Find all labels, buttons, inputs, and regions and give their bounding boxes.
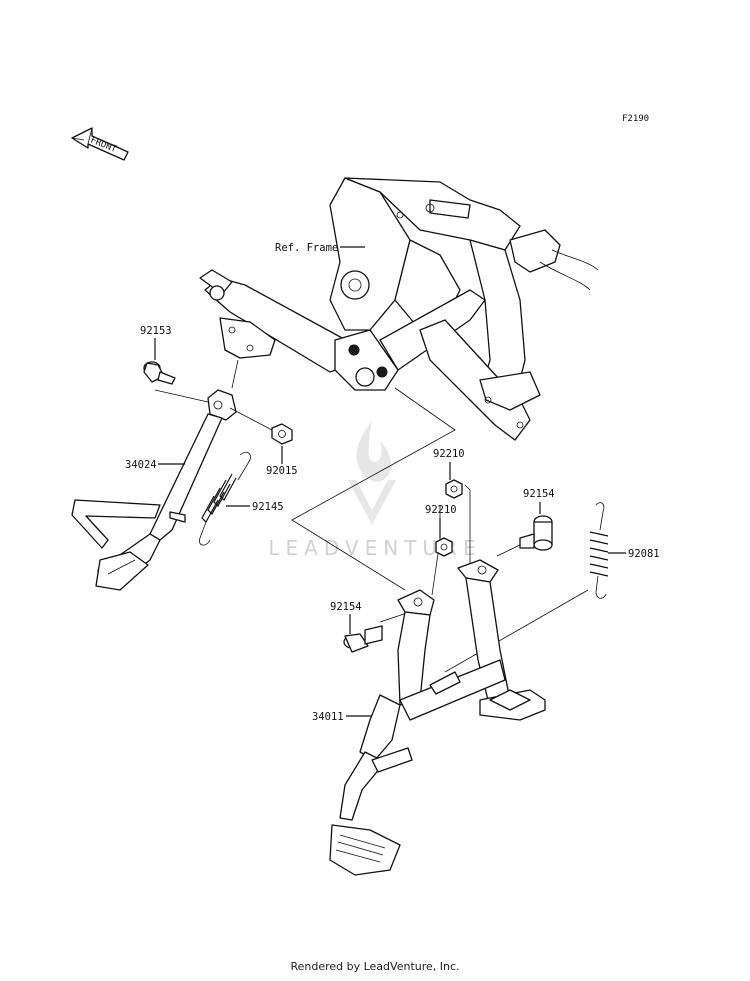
nut-92210-lower [435,537,453,557]
ref-frame-label: Ref. Frame [275,242,338,254]
callout-92154-right: 92154 [523,488,555,500]
callout-92015: 92015 [266,465,298,477]
callout-92210-lower: 92210 [425,504,457,516]
side-stand-assembly [71,361,293,591]
spring-92081 [589,502,609,599]
bolt-92154-left [343,625,383,653]
center-stand-assembly [329,479,609,876]
front-arrow-label: FRONT [89,136,118,156]
spring-92145 [199,451,251,546]
callout-34011: 34011 [312,711,344,723]
nut-92015 [271,423,293,445]
footer-credit: Rendered by LeadVenture, Inc. [290,960,460,973]
frame-assembly [199,177,599,441]
front-arrow-icon: FRONT [71,127,129,161]
side-stand-34024 [71,389,237,591]
nut-92210-upper [445,479,463,499]
exploded-view-lines [154,359,589,673]
bolt-92154-right [519,515,553,551]
callout-92153: 92153 [140,325,172,337]
callout-92210-upper: 92210 [433,448,465,460]
bolt-92153 [143,361,176,385]
callout-92154-left: 92154 [330,601,362,613]
callout-92081: 92081 [628,548,660,560]
callout-92145: 92145 [252,501,284,513]
figure-code: F2190 [622,114,649,124]
callout-34024: 34024 [125,459,157,471]
watermark-flame-icon [348,420,396,525]
callouts: 92153 34024 92015 92145 92210 92210 9215… [125,325,660,723]
